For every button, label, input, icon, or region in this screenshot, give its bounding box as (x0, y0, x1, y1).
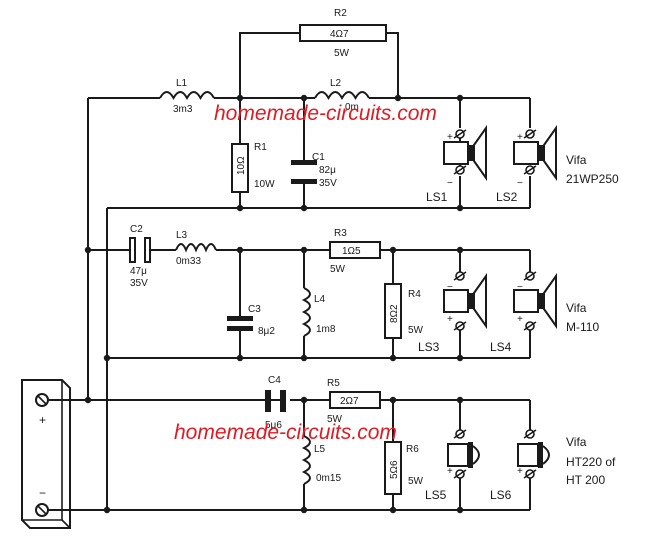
minus-terminal-label: − (39, 486, 46, 500)
svg-text:5W: 5W (334, 48, 350, 59)
svg-text:L4: L4 (314, 294, 326, 305)
svg-text:C3: C3 (248, 304, 261, 315)
svg-text:R3: R3 (334, 228, 347, 239)
inductor-l2: L2 0m (314, 78, 370, 113)
driver-label-tweeter: Vifa HT220 of HT 200 (566, 435, 616, 487)
speaker-ls5: − + LS5 (425, 429, 480, 502)
svg-text:5W: 5W (327, 414, 343, 425)
svg-text:10W: 10W (254, 179, 275, 190)
svg-text:LS3: LS3 (418, 340, 440, 354)
svg-text:8Ω2: 8Ω2 (389, 304, 400, 323)
watermark-bottom: homemade-circuits.com (174, 421, 397, 444)
svg-text:LS4: LS4 (490, 340, 512, 354)
speaker-ls1: + − LS1 (426, 124, 487, 204)
svg-text:+: + (447, 132, 453, 143)
svg-text:LS1: LS1 (426, 190, 448, 204)
resistor-r1: 10Ω R1 10W (231, 142, 275, 193)
svg-text:L1: L1 (176, 78, 188, 89)
svg-text:−: − (447, 178, 453, 189)
resistor-r2: R2 4Ω7 5W (299, 8, 387, 59)
svg-text:R5: R5 (327, 378, 340, 389)
svg-text:−: − (447, 282, 453, 293)
inductor-l3: L3 0m33 (175, 230, 217, 267)
svg-text:C2: C2 (130, 224, 143, 235)
svg-text:L3: L3 (176, 230, 188, 241)
svg-text:5μ6: 5μ6 (265, 420, 282, 431)
svg-text:2Ω7: 2Ω7 (340, 396, 359, 407)
speaker-ls2: + − LS2 (496, 124, 557, 204)
svg-text:R2: R2 (334, 8, 347, 19)
svg-text:8μ2: 8μ2 (258, 326, 275, 337)
svg-text:+: + (517, 314, 523, 325)
svg-text:Vifa: Vifa (566, 435, 587, 449)
svg-text:1m8: 1m8 (316, 324, 336, 335)
resistor-r6: 5Ω6 R6 5W (384, 441, 424, 495)
speaker-ls4: − + LS4 (490, 271, 557, 354)
svg-text:10Ω: 10Ω (236, 156, 247, 175)
speaker-ls3: − + LS3 (418, 271, 487, 354)
resistor-r4: 8Ω2 R4 5W (384, 283, 424, 339)
svg-text:21WP250: 21WP250 (566, 172, 619, 186)
svg-text:−: − (517, 439, 523, 450)
svg-text:5W: 5W (408, 476, 424, 487)
driver-label-mid: Vifa M-110 (566, 301, 599, 334)
plus-terminal-label: + (39, 413, 46, 427)
capacitor-c4: C4 5μ6 (265, 375, 286, 431)
svg-text:L5: L5 (314, 444, 326, 455)
svg-text:HT220 of: HT220 of (566, 455, 616, 469)
inductor-l1: L1 3m3 (159, 78, 215, 115)
watermark-top: homemade-circuits.com (214, 102, 437, 125)
svg-text:0m: 0m (345, 102, 359, 113)
svg-text:82μ: 82μ (319, 165, 336, 176)
svg-text:47μ: 47μ (130, 266, 147, 277)
junction-dots (84, 94, 464, 514)
svg-text:35V: 35V (130, 278, 148, 289)
svg-text:R4: R4 (408, 289, 421, 300)
svg-text:0m33: 0m33 (176, 256, 201, 267)
driver-label-woofer: Vifa 21WP250 (566, 153, 619, 186)
svg-text:1Ω5: 1Ω5 (342, 246, 361, 257)
svg-text:−: − (517, 282, 523, 293)
resistor-r3: R3 1Ω5 5W (329, 228, 381, 275)
svg-text:−: − (517, 178, 523, 189)
svg-text:LS2: LS2 (496, 190, 518, 204)
svg-text:−: − (447, 439, 453, 450)
svg-text:0m15: 0m15 (316, 473, 341, 484)
svg-text:LS6: LS6 (490, 488, 512, 502)
inductor-l5: L5 0m15 (301, 435, 341, 485)
svg-text:5Ω6: 5Ω6 (389, 460, 400, 479)
svg-text:HT 200: HT 200 (566, 473, 605, 487)
input-terminal-block: + − (21, 379, 71, 529)
capacitor-c3: C3 8μ2 (227, 304, 275, 337)
inductor-l4: L4 1m8 (301, 287, 336, 337)
speaker-ls6: − + LS6 (490, 429, 550, 502)
capacitor-c2: C2 47μ 35V (129, 224, 151, 289)
svg-text:+: + (447, 314, 453, 325)
svg-text:LS5: LS5 (425, 488, 447, 502)
svg-text:5W: 5W (330, 264, 346, 275)
svg-text:35V: 35V (319, 178, 337, 189)
capacitor-c1: C1 82μ 35V (291, 152, 337, 189)
svg-text:Vifa: Vifa (566, 301, 587, 315)
svg-text:+: + (517, 466, 523, 477)
svg-text:M-110: M-110 (566, 320, 599, 334)
svg-text:5W: 5W (408, 325, 424, 336)
svg-text:R1: R1 (254, 142, 267, 153)
svg-text:Vifa: Vifa (566, 153, 587, 167)
svg-text:C1: C1 (312, 152, 325, 163)
svg-text:+: + (517, 132, 523, 143)
svg-text:3m3: 3m3 (173, 104, 193, 115)
svg-text:C4: C4 (268, 375, 281, 386)
resistor-r5: R5 2Ω7 5W (327, 378, 381, 425)
svg-text:L2: L2 (330, 78, 342, 89)
svg-text:+: + (447, 466, 453, 477)
svg-text:4Ω7: 4Ω7 (330, 29, 349, 40)
svg-text:R6: R6 (406, 444, 419, 455)
